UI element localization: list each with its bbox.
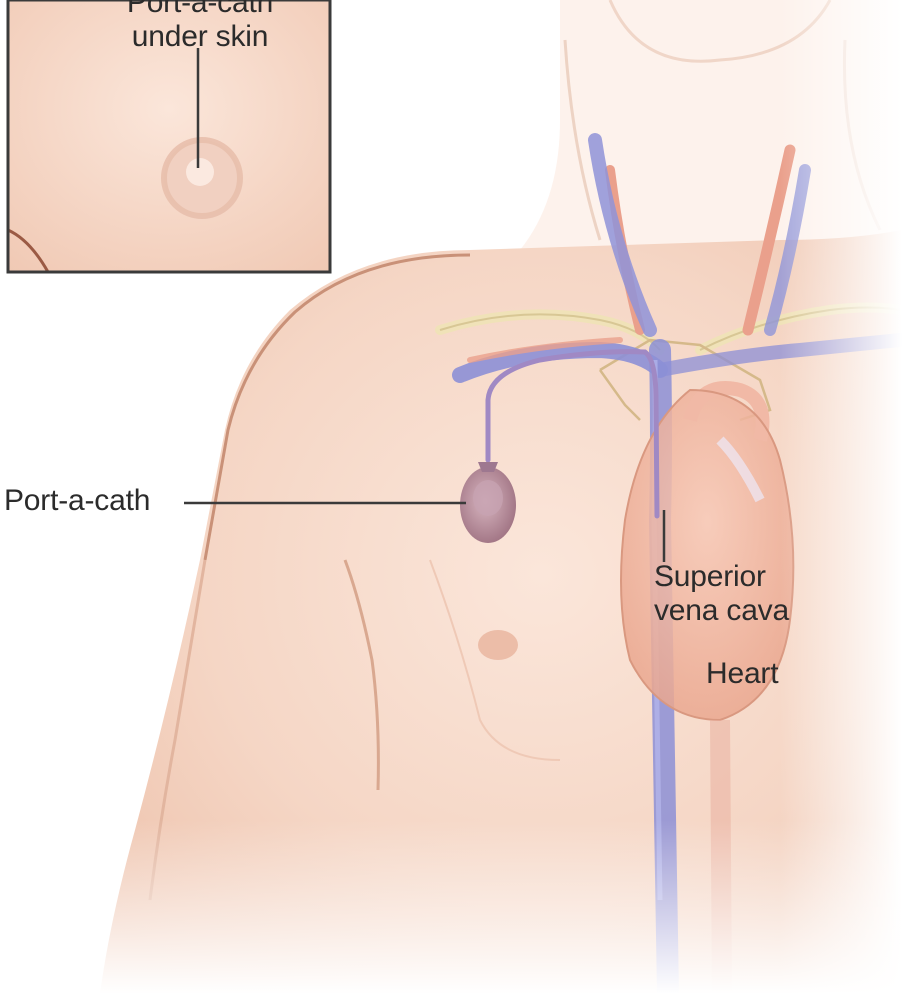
inset-label-line2: under skin [100, 20, 300, 54]
inset-port-bump-inner [186, 158, 214, 186]
superior-vena-cava-label: Superior vena cava [654, 560, 789, 628]
port-septum [473, 480, 503, 516]
svc-label-line2: vena cava [654, 594, 789, 628]
bottom-fade [0, 820, 902, 994]
inset-label: Port-a-cath under skin [100, 0, 300, 54]
nipple [478, 630, 518, 660]
heart-label: Heart [706, 657, 778, 691]
port-a-cath-label: Port-a-cath [4, 484, 150, 518]
inset-label-line1: Port-a-cath [100, 0, 300, 20]
svc-label-line1: Superior [654, 560, 789, 594]
